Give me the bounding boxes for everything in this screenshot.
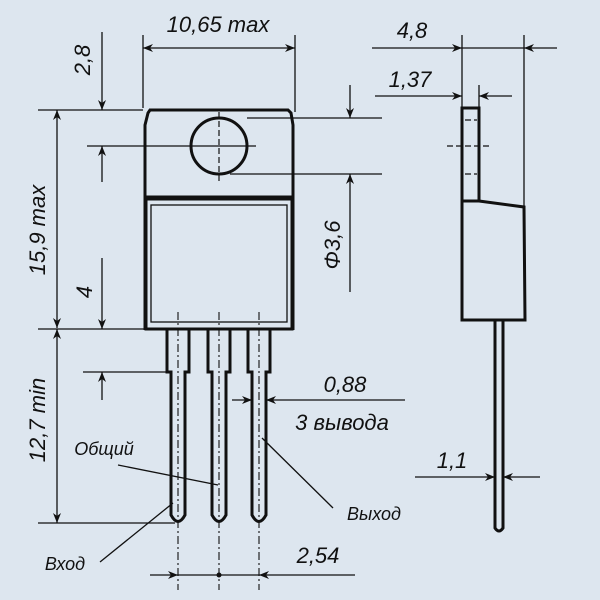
dim-thickness: 4,8 <box>397 18 428 43</box>
body-outline <box>144 197 294 331</box>
dim-hole-diameter: Φ3,6 <box>320 220 345 270</box>
dim-body-height: 15,9 max <box>25 184 50 275</box>
side-lead <box>493 320 505 533</box>
leads <box>165 312 272 590</box>
dimension-lines <box>38 32 557 579</box>
dim-width-max: 10,65 max <box>167 12 271 37</box>
front-view <box>87 108 295 590</box>
side-tab <box>460 106 481 203</box>
dim-lead-count: 3 вывода <box>295 410 389 435</box>
pin-label-input: Вход <box>45 554 85 574</box>
dim-tab-thickness: 1,37 <box>389 67 433 92</box>
side-body <box>460 199 527 322</box>
body-inner-outline <box>150 204 288 323</box>
dim-lead-width: 0,88 <box>324 372 368 397</box>
dim-pitch: 2,54 <box>296 543 340 568</box>
pin-label-common: Общий <box>74 439 133 459</box>
dim-lead-shoulder: 4 <box>72 286 97 298</box>
pin-label-output: Выход <box>347 504 401 524</box>
side-view <box>447 106 527 533</box>
dim-lead-thickness: 1,1 <box>437 448 468 473</box>
dim-hole-offset: 2,8 <box>70 44 95 76</box>
tab-outline <box>143 108 295 330</box>
dim-lead-length: 12,7 min <box>25 378 50 462</box>
